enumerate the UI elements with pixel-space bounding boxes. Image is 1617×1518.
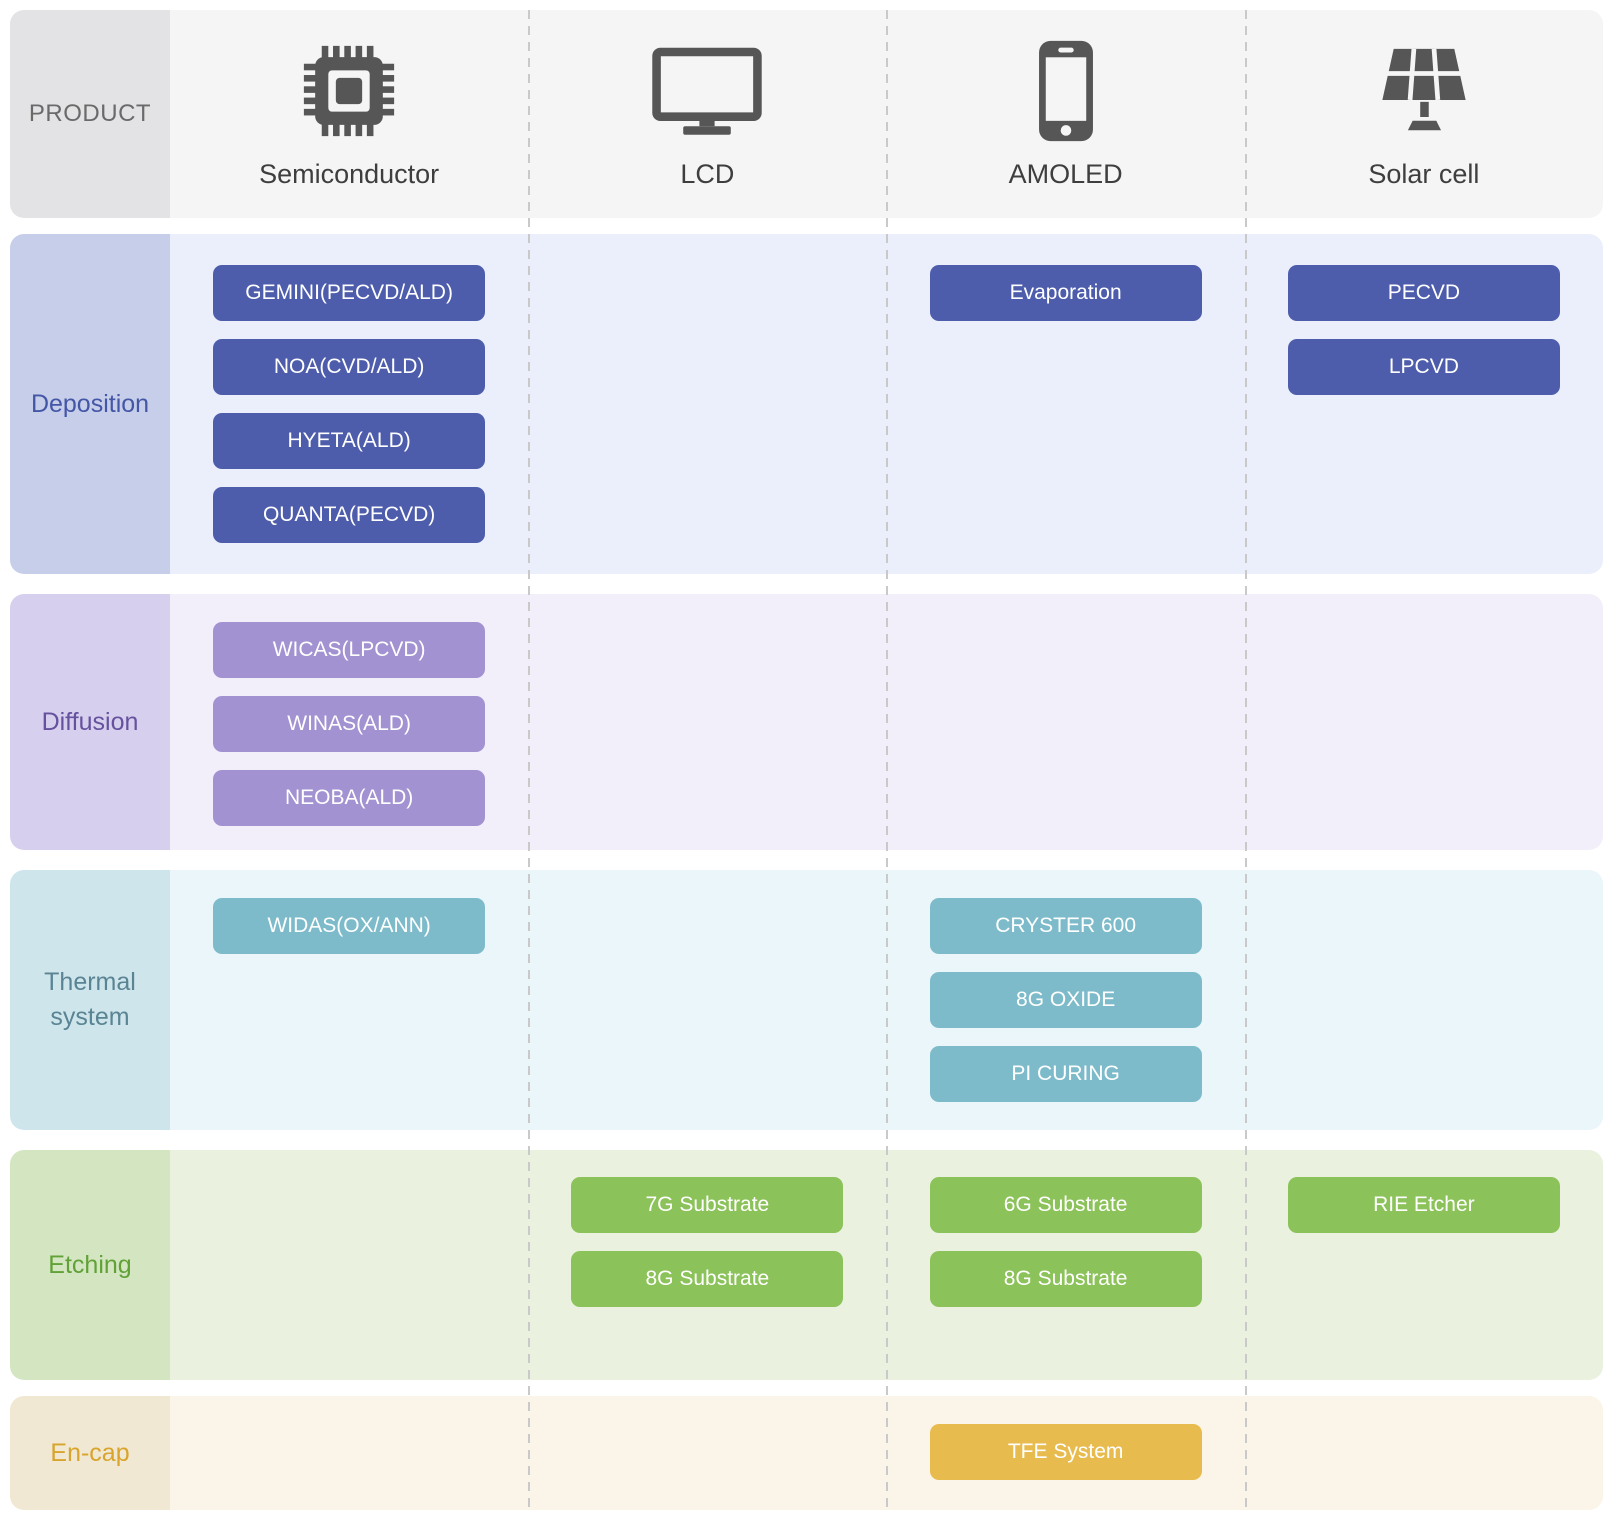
column-header-label: Semiconductor	[259, 158, 440, 189]
smartphone-icon	[1035, 39, 1097, 143]
cell-etching-lcd: 7G Substrate 8G Substrate	[528, 1177, 886, 1380]
row-en-cap: En-cap TFE System	[10, 1396, 1603, 1510]
row-deposition: Deposition GEMINI(PECVD/ALD) NOA(CVD/ALD…	[10, 234, 1603, 574]
row-content-deposition: GEMINI(PECVD/ALD) NOA(CVD/ALD) HYETA(ALD…	[170, 234, 1603, 574]
product-6g-substrate[interactable]: 6G Substrate	[929, 1177, 1202, 1233]
product-rie-etcher[interactable]: RIE Etcher	[1287, 1177, 1560, 1233]
column-header-semiconductor: Semiconductor	[170, 10, 528, 218]
cell-etching-semiconductor	[170, 1177, 528, 1380]
cell-thermal-amoled: CRYSTER 600 8G OXIDE PI CURING	[887, 898, 1245, 1130]
column-header-lcd: LCD	[528, 10, 886, 218]
cell-thermal-solar	[1245, 898, 1603, 1130]
product-pecvd[interactable]: PECVD	[1287, 265, 1560, 321]
cell-encap-amoled: TFE System	[887, 1424, 1245, 1510]
cell-thermal-semiconductor: WIDAS(OX/ANN)	[170, 898, 528, 1130]
column-header-label: AMOLED	[1008, 158, 1123, 189]
cell-encap-semiconductor	[170, 1424, 528, 1510]
row-label-etching: Etching	[10, 1150, 170, 1380]
cell-diffusion-lcd	[528, 622, 886, 850]
column-header-amoled: AMOLED	[887, 10, 1245, 218]
product-hyeta-ald[interactable]: HYETA(ALD)	[213, 413, 486, 469]
cell-diffusion-solar	[1245, 622, 1603, 850]
cell-diffusion-semiconductor: WICAS(LPCVD) WINAS(ALD) NEOBA(ALD)	[170, 622, 528, 850]
product-matrix-board: PRODUCT Semi	[10, 10, 1603, 1510]
header-row: PRODUCT Semi	[10, 10, 1603, 218]
cell-etching-solar: RIE Etcher	[1245, 1177, 1603, 1380]
product-quanta-pecvd[interactable]: QUANTA(PECVD)	[213, 487, 486, 543]
row-label-en-cap: En-cap	[10, 1396, 170, 1510]
product-tfe-system[interactable]: TFE System	[929, 1424, 1202, 1480]
row-thermal-system: Thermal system WIDAS(OX/ANN) CRYSTER 600…	[10, 870, 1603, 1130]
row-label-thermal-system: Thermal system	[10, 870, 170, 1130]
cell-etching-amoled: 6G Substrate 8G Substrate	[887, 1177, 1245, 1380]
row-content-etching: 7G Substrate 8G Substrate 6G Substrate 8…	[170, 1150, 1603, 1380]
product-gemini-pecvd-ald[interactable]: GEMINI(PECVD/ALD)	[213, 265, 486, 321]
cell-encap-solar	[1245, 1424, 1603, 1510]
product-evaporation[interactable]: Evaporation	[929, 265, 1202, 321]
product-wicas-lpcvd[interactable]: WICAS(LPCVD)	[213, 622, 486, 678]
row-label-diffusion: Diffusion	[10, 594, 170, 850]
column-header-label: Solar cell	[1368, 158, 1480, 189]
chip-icon	[302, 39, 396, 143]
monitor-icon	[648, 39, 766, 143]
product-winas-ald[interactable]: WINAS(ALD)	[213, 696, 486, 752]
product-cryster-600[interactable]: CRYSTER 600	[929, 898, 1202, 954]
cell-diffusion-amoled	[887, 622, 1245, 850]
product-7g-substrate[interactable]: 7G Substrate	[571, 1177, 844, 1233]
product-pi-curing[interactable]: PI CURING	[929, 1046, 1202, 1102]
product-noa-cvd-ald[interactable]: NOA(CVD/ALD)	[213, 339, 486, 395]
product-8g-substrate-amoled[interactable]: 8G Substrate	[929, 1251, 1202, 1307]
cell-deposition-semiconductor: GEMINI(PECVD/ALD) NOA(CVD/ALD) HYETA(ALD…	[170, 265, 528, 574]
product-header-cell: PRODUCT	[10, 10, 170, 218]
header-columns: Semiconductor LCD	[170, 10, 1603, 218]
cell-deposition-solar: PECVD LPCVD	[1245, 265, 1603, 574]
product-8g-oxide[interactable]: 8G OXIDE	[929, 972, 1202, 1028]
cell-deposition-amoled: Evaporation	[887, 265, 1245, 574]
column-header-solar: Solar cell	[1245, 10, 1603, 218]
product-widas-ox-ann[interactable]: WIDAS(OX/ANN)	[213, 898, 486, 954]
solar-panel-icon	[1371, 39, 1477, 143]
cell-encap-lcd	[528, 1424, 886, 1510]
product-lpcvd[interactable]: LPCVD	[1287, 339, 1560, 395]
row-etching: Etching 7G Substrate 8G Substrate 6G Sub…	[10, 1150, 1603, 1380]
row-diffusion: Diffusion WICAS(LPCVD) WINAS(ALD) NEOBA(…	[10, 594, 1603, 850]
row-label-deposition: Deposition	[10, 234, 170, 574]
column-header-label: LCD	[680, 158, 735, 189]
cell-thermal-lcd	[528, 898, 886, 1130]
row-content-en-cap: TFE System	[170, 1396, 1603, 1510]
product-8g-substrate-lcd[interactable]: 8G Substrate	[571, 1251, 844, 1307]
row-content-diffusion: WICAS(LPCVD) WINAS(ALD) NEOBA(ALD)	[170, 594, 1603, 850]
cell-deposition-lcd	[528, 265, 886, 574]
row-content-thermal-system: WIDAS(OX/ANN) CRYSTER 600 8G OXIDE PI CU…	[170, 870, 1603, 1130]
product-neoba-ald[interactable]: NEOBA(ALD)	[213, 770, 486, 826]
